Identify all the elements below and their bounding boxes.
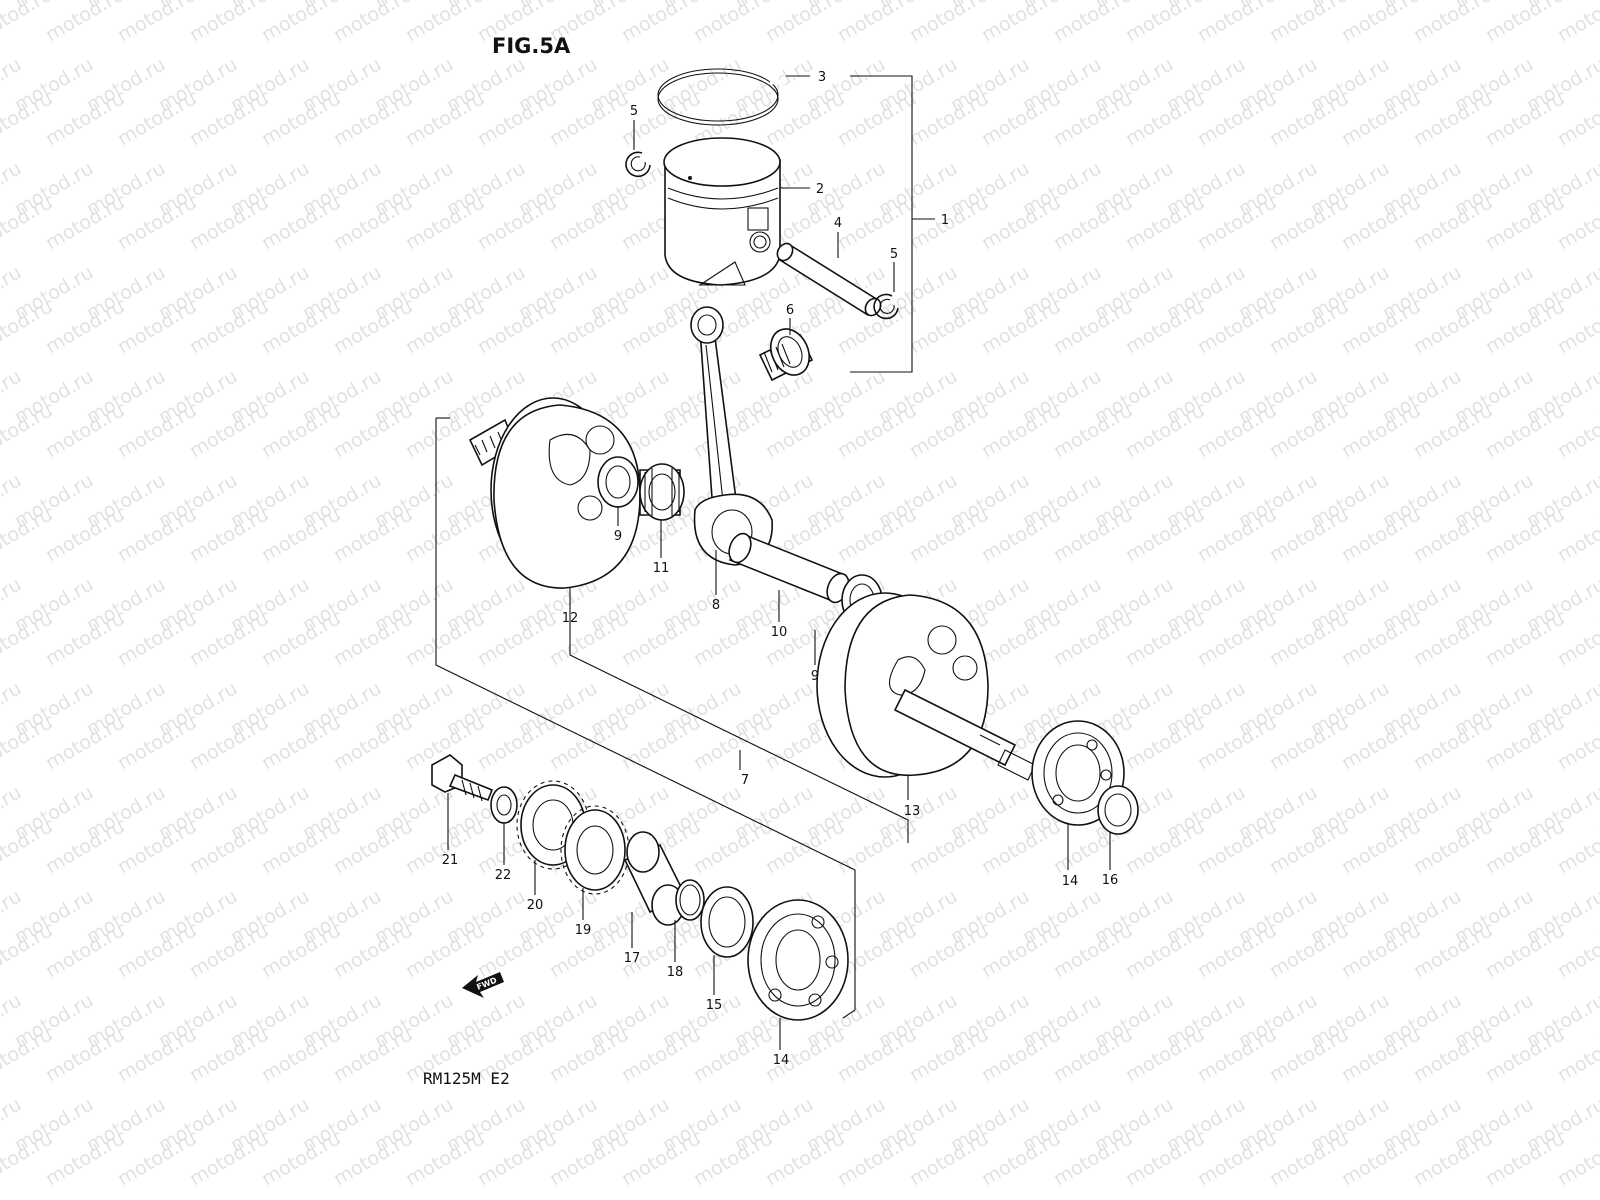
watermark-text: motod.ru <box>978 0 1064 46</box>
piston-pin-circlip-left <box>625 151 651 178</box>
watermark-text: motod.ru <box>690 0 776 46</box>
callout-11: 11 <box>653 561 670 576</box>
crank-gear-bolt <box>431 754 494 802</box>
callout-14-right: 14 <box>1062 874 1079 889</box>
watermark-text: motod.ru <box>618 0 704 46</box>
model-code: RM125M E2 <box>423 1069 510 1088</box>
watermark-text: motod.ru <box>1338 0 1424 46</box>
piston-pin-circlip-right <box>873 293 899 320</box>
callout-numbers: 1 2 3 4 5 5 6 7 8 9 9 10 11 12 13 14 14 … <box>442 70 1119 1068</box>
callout-14-left: 14 <box>773 1053 790 1068</box>
callout-4: 4 <box>834 216 842 231</box>
piston <box>663 137 781 286</box>
watermark-text: motod.ru <box>1482 0 1568 46</box>
callout-19: 19 <box>575 923 592 938</box>
callout-3: 3 <box>818 70 826 85</box>
fwd-label: FWD <box>475 976 498 992</box>
leader-lines <box>435 75 1111 1050</box>
watermark-text: motod.ru <box>1410 0 1496 46</box>
big-end-needle-bearing <box>639 463 685 521</box>
callout-22: 22 <box>495 868 512 883</box>
watermark-text: motod.ru <box>330 0 416 46</box>
watermark-text: motod.ru <box>42 0 128 46</box>
callout-17: 17 <box>624 951 641 966</box>
callout-16: 16 <box>1102 873 1119 888</box>
callout-18: 18 <box>667 965 684 980</box>
watermark-text: motod.ru <box>762 0 848 46</box>
watermark-text: motod.ru <box>1266 0 1352 46</box>
watermark-text: motod.ru <box>0 1198 25 1200</box>
callout-6: 6 <box>786 303 794 318</box>
figure-title: FIG.5A <box>492 34 571 58</box>
callout-9-right: 9 <box>811 669 819 684</box>
callout-7: 7 <box>741 773 749 788</box>
callout-10: 10 <box>771 625 788 640</box>
watermark-text: motod.ru <box>834 0 920 46</box>
oil-seal-right <box>1097 785 1139 835</box>
left-crank-half <box>468 397 641 589</box>
callout-21: 21 <box>442 853 459 868</box>
o-ring <box>675 879 705 921</box>
callout-13: 13 <box>904 804 921 819</box>
small-end-needle-bearing <box>758 328 814 382</box>
watermark-text: motod.ru <box>114 0 200 46</box>
callout-1: 1 <box>941 213 949 228</box>
crank-thrust-washer-left <box>597 456 639 508</box>
piston-pin <box>776 242 882 317</box>
watermark-text: motod.ru <box>1050 0 1136 46</box>
callout-15: 15 <box>706 998 723 1013</box>
callout-5-left: 5 <box>630 104 638 119</box>
callout-9-left: 9 <box>614 529 622 544</box>
piston-ring <box>657 68 786 126</box>
watermark-text: motod.ru <box>258 0 344 46</box>
callout-12: 12 <box>562 611 579 626</box>
callout-8: 8 <box>712 598 720 613</box>
oil-seal-left <box>700 886 754 958</box>
callout-20: 20 <box>527 898 544 913</box>
crank-gear-washer <box>490 786 518 824</box>
right-crank-half <box>816 592 1036 781</box>
watermark-text: motod.ru <box>186 0 272 46</box>
watermark-text: motod.ru <box>402 0 488 46</box>
watermark-text: motod.ru <box>906 0 992 46</box>
callout-5-right: 5 <box>890 247 898 262</box>
watermark-text: motod.ru <box>1122 0 1208 46</box>
callout-2: 2 <box>816 182 824 197</box>
crankshaft-bearing-left <box>747 899 849 1021</box>
watermark-text: motod.ru <box>1194 0 1280 46</box>
